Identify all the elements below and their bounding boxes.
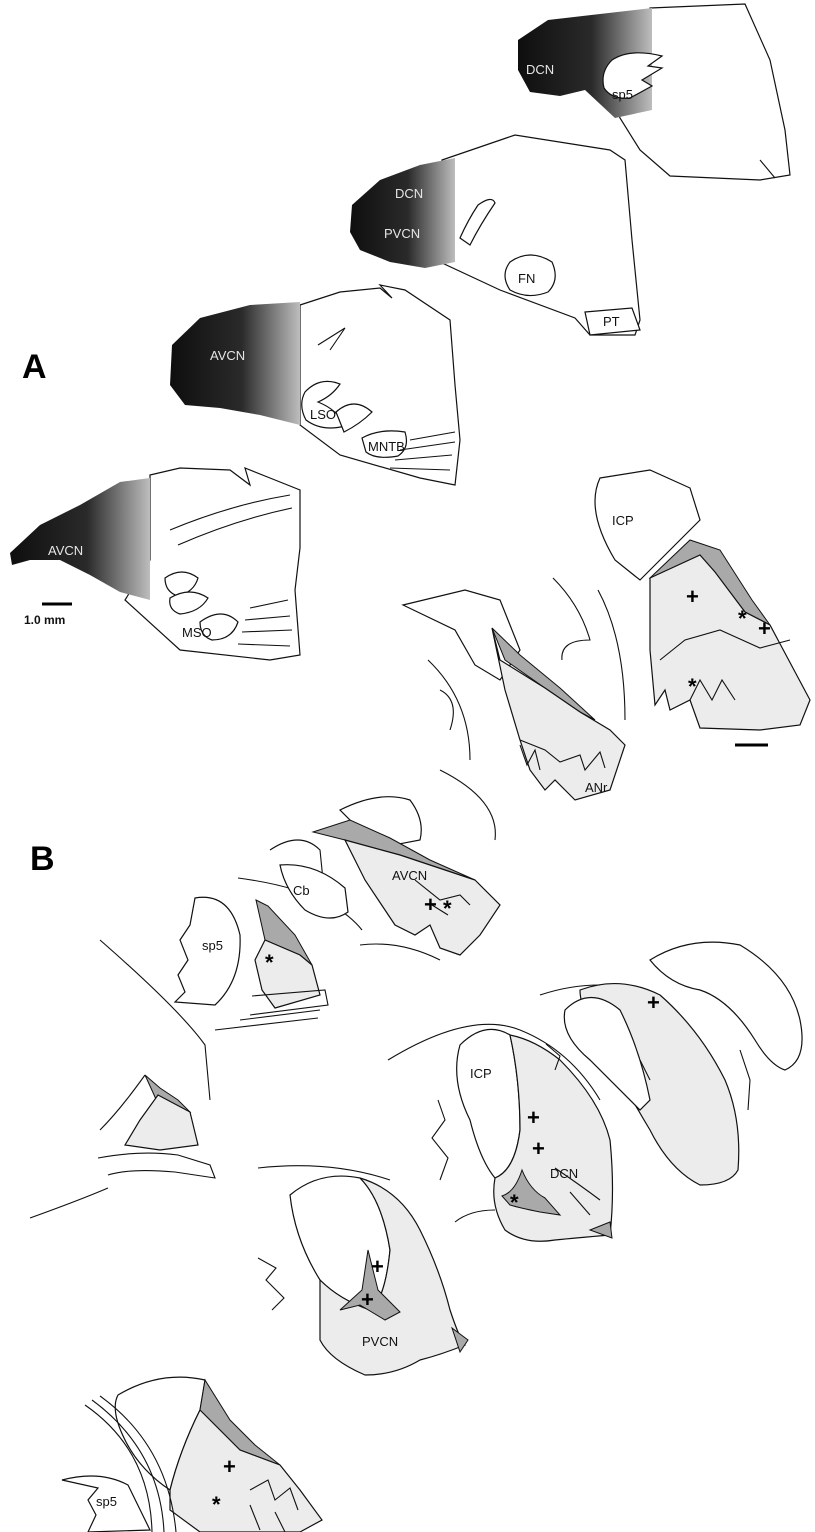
label-a3-lso: LSO	[310, 407, 336, 422]
section-a4-stain	[10, 478, 150, 600]
section-b4: Cb sp5 *	[100, 865, 348, 1100]
label-a3-mntb: MNTB	[368, 439, 405, 454]
label-a2-dcn: DCN	[395, 186, 423, 201]
section-b8: sp5 + *	[62, 1377, 322, 1532]
section-b5-edge	[100, 1075, 145, 1130]
marker-b6-plus-2: +	[532, 1136, 545, 1161]
label-a2-pvcn: PVCN	[384, 226, 420, 241]
section-a2-stain	[350, 158, 455, 268]
marker-b7-plus-2: +	[361, 1287, 374, 1312]
section-a3: AVCN LSO MNTB	[170, 285, 460, 485]
marker-b3-star: *	[443, 896, 452, 921]
panel-a-label: A	[22, 348, 47, 386]
section-b2: ANr	[403, 590, 625, 840]
label-b1-icp: ICP	[612, 513, 634, 528]
section-b7: PVCN + +	[258, 1166, 468, 1375]
label-a3-avcn: AVCN	[210, 348, 245, 363]
marker-b1-star-1: *	[738, 606, 747, 631]
section-b2-margin	[428, 660, 470, 760]
section-b6-icp-outline	[457, 1029, 520, 1178]
label-b4-cb: Cb	[293, 883, 310, 898]
marker-b7-plus-1: +	[371, 1254, 384, 1279]
label-b2-anr: ANr	[585, 780, 608, 795]
scale-bar-a-label: 1.0 mm	[24, 613, 65, 627]
section-b8-nucleus	[170, 1410, 322, 1532]
marker-b8-star: *	[212, 1492, 221, 1517]
section-a3-stain	[170, 302, 300, 425]
label-a1-sp5: sp5	[612, 87, 633, 102]
marker-b6-plus-1: +	[527, 1105, 540, 1130]
section-b2-margin-2	[440, 770, 495, 840]
label-a4-avcn: AVCN	[48, 543, 83, 558]
marker-b6b-plus: +	[647, 990, 660, 1015]
marker-b4-star: *	[265, 950, 274, 975]
section-b4-cb-outline	[280, 865, 348, 918]
panel-b-label: B	[30, 840, 55, 878]
section-b1-margin-2	[598, 590, 625, 720]
label-a1-dcn: DCN	[526, 62, 554, 77]
label-b8-sp5: sp5	[96, 1494, 117, 1509]
label-a2-pt: PT	[603, 314, 620, 329]
section-b5-margin	[30, 1153, 215, 1218]
marker-b3-plus: +	[424, 892, 437, 917]
label-b7-pvcn: PVCN	[362, 1334, 398, 1349]
marker-b1-plus-1: +	[686, 584, 699, 609]
label-b4-sp5: sp5	[202, 938, 223, 953]
marker-b8-plus: +	[223, 1454, 236, 1479]
label-b6-icp: ICP	[470, 1066, 492, 1081]
section-b5	[30, 1075, 215, 1218]
label-b3-avcn: AVCN	[392, 868, 427, 883]
marker-b1-plus-2: +	[758, 616, 771, 641]
section-b6: ICP DCN + + *	[388, 1024, 613, 1241]
label-a4-mso: MSO	[182, 625, 212, 640]
section-a4: AVCN MSO	[10, 468, 300, 660]
marker-b1-star-2: *	[688, 674, 697, 699]
label-b6-dcn: DCN	[550, 1166, 578, 1181]
section-b1-margin	[553, 578, 590, 660]
label-a2-fn: FN	[518, 271, 535, 286]
section-b5-nucleus	[125, 1095, 198, 1150]
section-b1: ICP + * + *	[553, 470, 810, 730]
marker-b6-star: *	[510, 1190, 519, 1215]
